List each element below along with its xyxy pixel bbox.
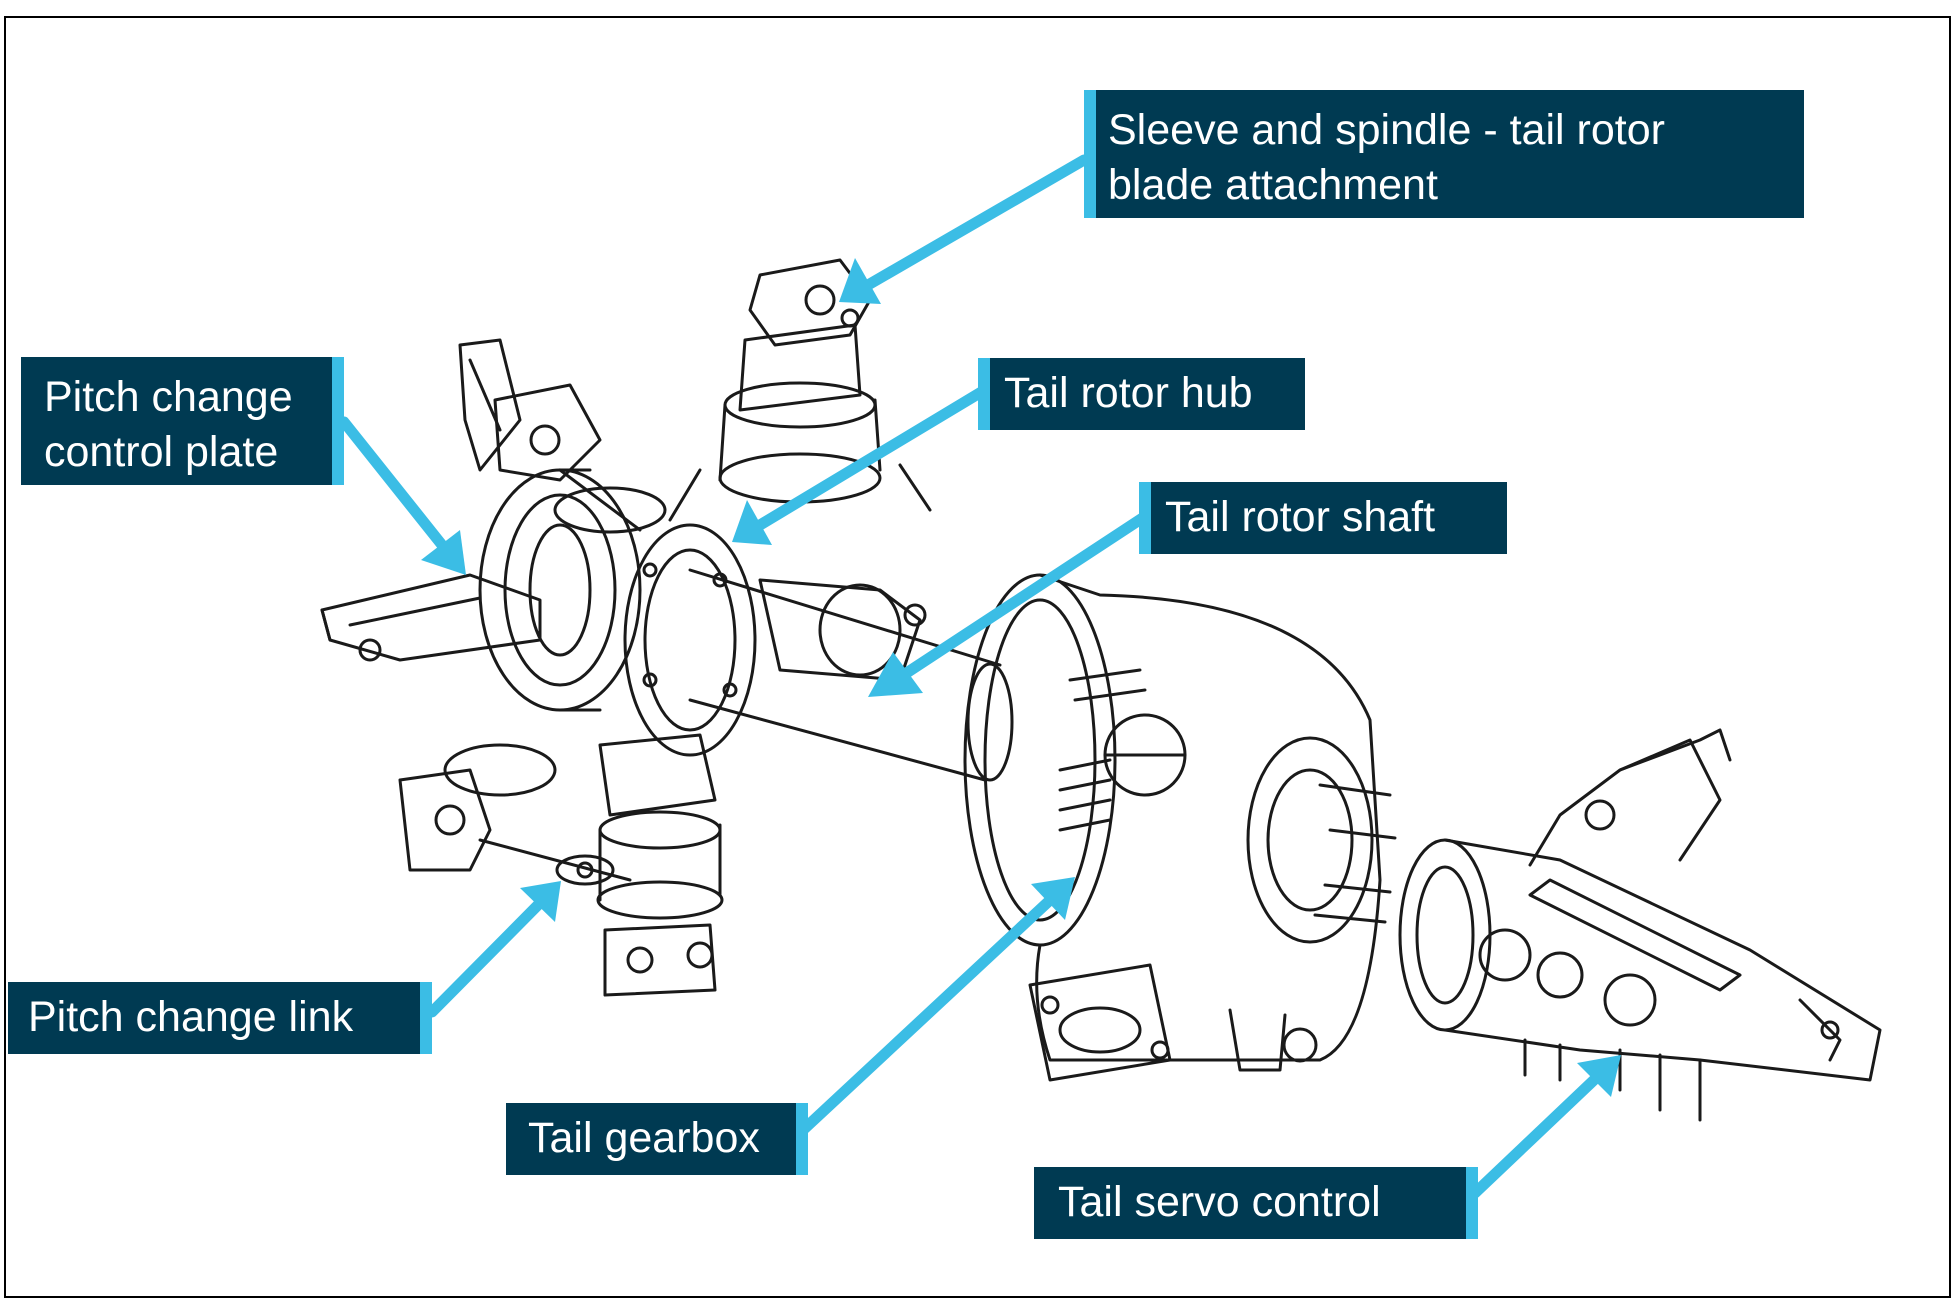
tail-gearbox-label: Tail gearbox (528, 1114, 760, 1162)
sleeve-spindle-label-line2: blade attachment (1108, 161, 1438, 209)
lower-left-sleeve-drawing (398, 743, 632, 886)
pitch-plate-arrowhead (421, 530, 466, 575)
sleeve-arrowhead (839, 258, 881, 304)
sleeve-arrow-shaft (862, 154, 1090, 291)
tail-rotor-hub-callout: Tail rotor hub (978, 358, 1305, 430)
left-sleeve-arm-drawing (493, 383, 667, 534)
pitch-change-control-plate-callout: Pitch change control plate (21, 357, 344, 485)
pitch-plate-label-line1: Pitch change (44, 373, 293, 421)
pitch-change-link-callout: Pitch change link (8, 982, 432, 1054)
pitch-link-arrowhead (520, 881, 561, 922)
lower-sleeve-spindle-drawing (596, 733, 724, 997)
tail-servo-control-label: Tail servo control (1058, 1178, 1381, 1226)
pitch-plate-label-line2: control plate (44, 428, 279, 476)
servo-arrowhead (1577, 1055, 1621, 1097)
sleeve-spindle-callout: Sleeve and spindle - tail rotor blade at… (1084, 90, 1804, 218)
tail-rotor-shaft-label: Tail rotor shaft (1165, 493, 1436, 541)
sleeve-spindle-label-line1: Sleeve and spindle - tail rotor (1108, 106, 1665, 154)
pitch-plate-arrow-shaft (338, 416, 452, 556)
tail-gearbox-callout: Tail gearbox (506, 1103, 808, 1175)
right-sleeve-arm-drawing (758, 578, 927, 682)
tail-gearbox-drawing (963, 573, 1397, 1082)
tail-rotor-shaft-callout: Tail rotor shaft (1139, 482, 1507, 554)
tail-servo-control-callout: Tail servo control (1034, 1167, 1478, 1239)
hub-arrowhead (732, 500, 772, 545)
tail-servo-control-drawing (1398, 728, 1882, 1122)
gearbox-arrowhead (1031, 877, 1075, 920)
tail-rotor-hub-label: Tail rotor hub (1004, 369, 1253, 417)
shaft-arrowhead (868, 652, 923, 697)
shaft-arrow-shaft (902, 511, 1150, 678)
servo-arrow-shaft (1469, 1074, 1600, 1199)
tail-rotor-hub-drawing (478, 468, 757, 757)
pitch-change-link-label: Pitch change link (28, 993, 354, 1041)
gearbox-arrow-shaft (796, 896, 1054, 1137)
pitch-link-arrow-shaft (426, 899, 544, 1018)
upper-sleeve-spindle-drawing (668, 258, 932, 522)
hub-arrow-shaft (754, 385, 989, 531)
